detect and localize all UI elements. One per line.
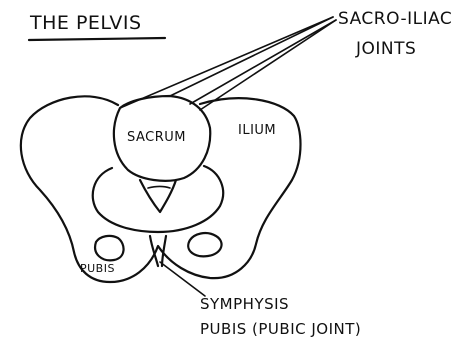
pubis-label: PUBIS: [80, 262, 115, 275]
sacroiliac-pointer-left: [120, 17, 333, 108]
left-obturator-foramen: [95, 236, 123, 260]
coccyx-mid-line: [148, 187, 170, 189]
symphysis-label-line2: PUBIS (PUBIC JOINT): [200, 320, 361, 338]
symphysis-pointer: [160, 262, 205, 296]
ilium-label: ILIUM: [238, 123, 276, 138]
right-obturator-foramen: [188, 233, 221, 256]
symphysis-label-line1: SYMPHYSIS: [200, 295, 289, 313]
coccyx-shape: [140, 180, 176, 212]
diagram-title: THE PELVIS: [29, 12, 142, 34]
sacrum-label: SACRUM: [127, 130, 186, 145]
title-underline: [29, 38, 165, 40]
sacroiliac-pointer-left-b: [170, 17, 333, 96]
sacroiliac-pointer-right-b: [190, 20, 336, 104]
symphysis-right: [162, 236, 166, 266]
sacroiliac-label-line1: SACRO-ILIAC: [338, 9, 452, 29]
pelvic-inlet: [93, 166, 223, 232]
sacroiliac-label-line2: JOINTS: [355, 39, 416, 59]
